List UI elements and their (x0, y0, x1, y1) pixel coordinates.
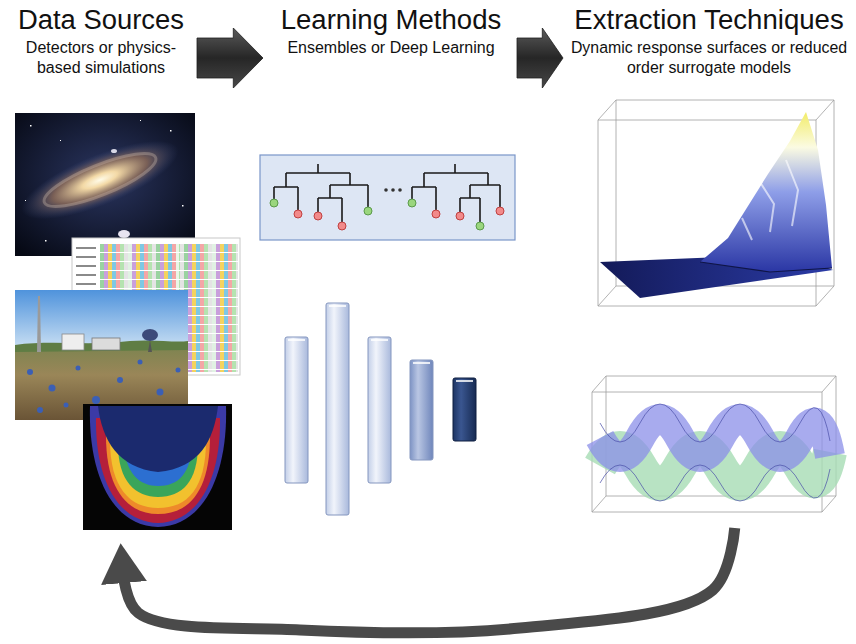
flower (92, 396, 100, 404)
plot-box (598, 100, 834, 306)
tree-leaves (270, 199, 504, 230)
instrument-mast (37, 296, 41, 352)
network-layers (285, 303, 476, 515)
stars (25, 120, 184, 246)
flower (37, 407, 43, 413)
leaf-red (338, 222, 346, 230)
flower (176, 368, 181, 373)
instrument-box (62, 334, 84, 350)
column-subtitle: Dynamic response surfaces or reduced ord… (567, 38, 851, 78)
flower (157, 389, 164, 396)
dot (391, 188, 395, 192)
ensemble-panel (260, 155, 515, 240)
surface-mesh (600, 404, 830, 501)
plume-outer (90, 406, 226, 527)
layer-bar (285, 337, 308, 483)
feedback-arrow (123, 528, 735, 633)
column-heading: Learning Methods (266, 4, 516, 36)
satellite-galaxy (118, 230, 130, 238)
simulation-image (83, 404, 232, 530)
plume-core (98, 406, 218, 472)
column-panel: Extraction TechniquesDynamic response su… (566, 4, 852, 526)
leaf-red (456, 212, 464, 220)
layer-bar (326, 303, 349, 515)
ellipsis-dots (384, 188, 402, 192)
dot (384, 188, 388, 192)
column-subtitle: Ensembles or Deep Learning (268, 38, 514, 58)
response-peak (700, 112, 832, 272)
flower (27, 369, 33, 375)
chevron-arrow (197, 28, 263, 88)
column-panel: Learning MethodsEnsembles or Deep Learni… (266, 4, 516, 524)
leaf-green (364, 207, 372, 215)
field-trailer (92, 338, 120, 350)
column-heading: Data Sources (6, 4, 196, 36)
layer-bar (368, 337, 391, 483)
leaf-green (270, 199, 278, 207)
leaf-green (408, 199, 416, 207)
surface-blue (600, 419, 830, 457)
column-heading: Extraction Techniques (566, 4, 852, 36)
sensor-stand (148, 340, 152, 352)
galaxy-arm (39, 144, 162, 217)
leaf-red (314, 212, 322, 220)
plot-box (592, 376, 836, 512)
leaf-green (476, 222, 484, 230)
sensor-dish (142, 329, 158, 341)
dot (398, 188, 402, 192)
layer-bar (410, 360, 433, 460)
flower (64, 403, 69, 408)
flower (138, 360, 143, 365)
chevron-arrow (517, 28, 563, 88)
layer-bar (453, 378, 476, 441)
bar-bevel (288, 306, 473, 381)
peak-ridge (700, 262, 832, 272)
leaf-red (496, 207, 504, 215)
leaf-red (294, 210, 302, 218)
flower (117, 377, 123, 383)
peak-highlight (742, 160, 798, 240)
decision-tree-lines (274, 164, 500, 222)
flower (49, 385, 56, 392)
column-panel: Data SourcesDetectors or physics-based s… (6, 4, 196, 542)
galaxy-disc (13, 125, 187, 234)
flower (76, 366, 81, 371)
column-subtitle: Detectors or physics-based simulations (8, 38, 194, 78)
satellite-galaxy (111, 149, 117, 153)
leaf-red (432, 210, 440, 218)
